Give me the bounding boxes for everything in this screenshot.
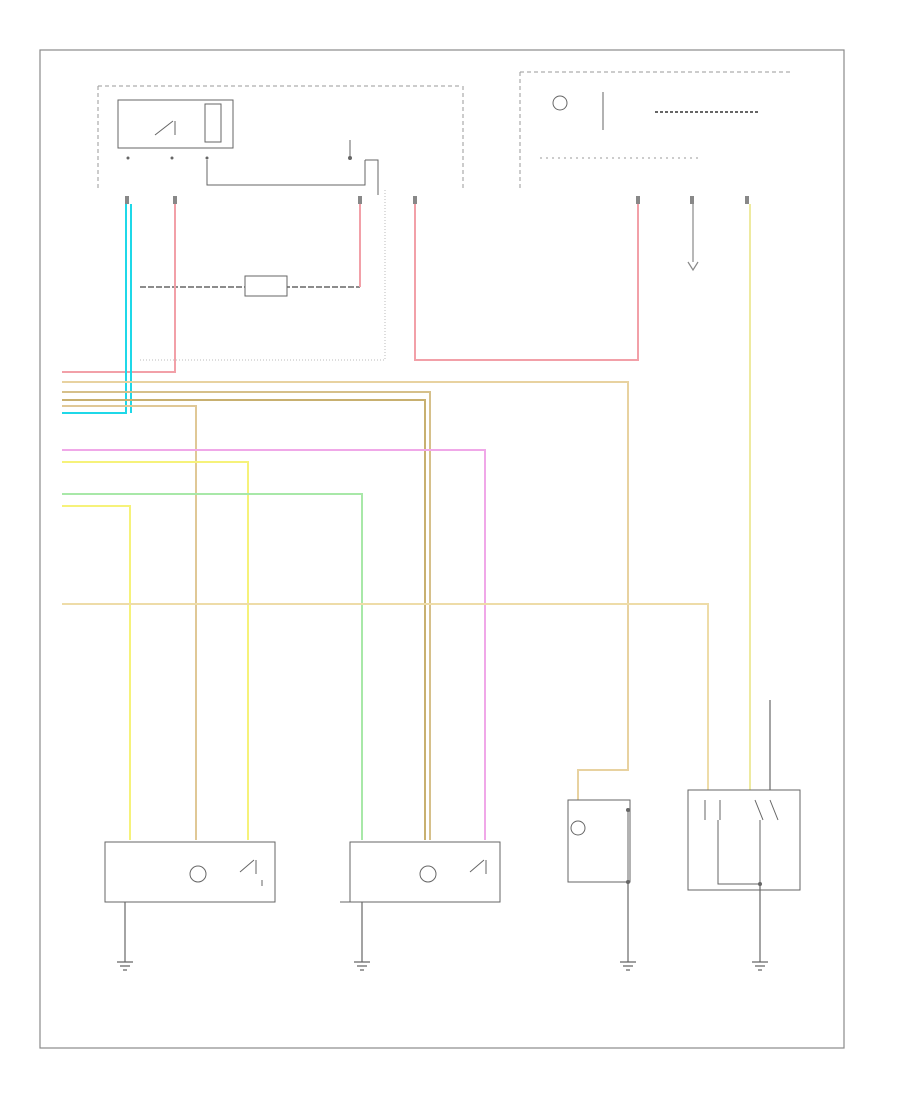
wire-tan-long [62, 603, 709, 790]
wire-yellow-2 [62, 505, 131, 840]
diagram-frame [39, 49, 845, 1049]
indicator-lamp-icon [552, 95, 568, 111]
relay-module [687, 789, 801, 891]
wire-tan-1 [62, 381, 629, 800]
wire-red-loop [414, 204, 639, 361]
ground-icon [117, 961, 133, 971]
wires [62, 204, 771, 840]
wire-red-left [62, 204, 176, 373]
ground-icon [620, 961, 636, 971]
wire-olive-1 [62, 399, 426, 840]
top-connectors [125, 196, 749, 204]
ground-icon [752, 961, 768, 971]
wire-pink [62, 449, 486, 840]
wire-tan-2 [62, 391, 431, 840]
wire-yellow-1 [62, 461, 249, 840]
license-lamp-module [567, 799, 631, 884]
left-tail-module [104, 841, 276, 903]
right-tail-module [340, 841, 501, 903]
ground-icon [354, 961, 370, 971]
splice-module [140, 190, 386, 361]
wire-cyan [62, 204, 127, 414]
top-right-module [519, 71, 790, 188]
wire-green [62, 493, 363, 840]
grounds [117, 882, 768, 971]
top-left-module [97, 85, 464, 195]
wire-tan-3 [62, 405, 197, 840]
